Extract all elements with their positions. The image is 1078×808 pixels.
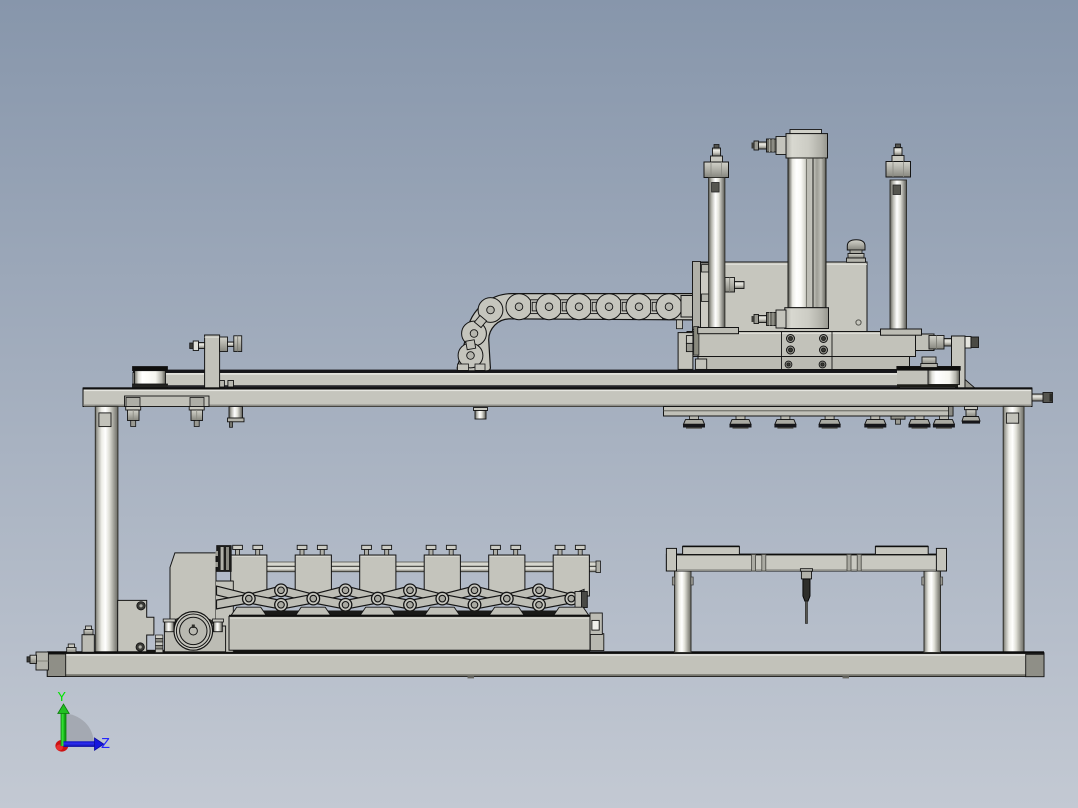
svg-text:Y: Y <box>58 690 67 706</box>
svg-text:Z: Z <box>101 736 110 753</box>
